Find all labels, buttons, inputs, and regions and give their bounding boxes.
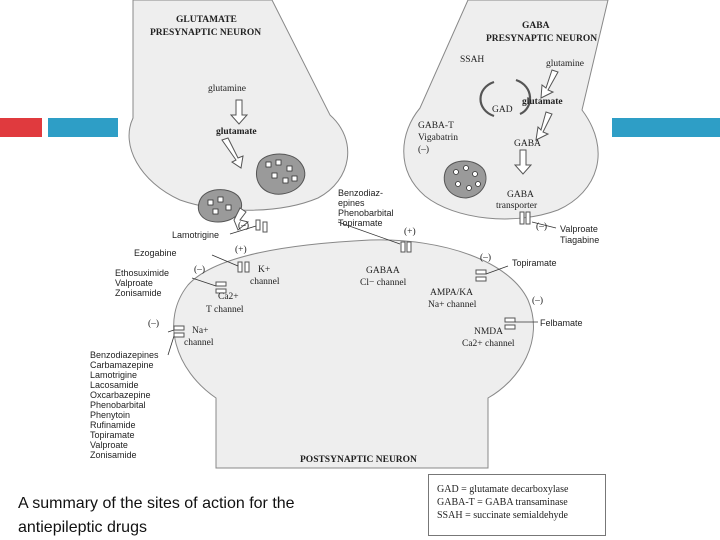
drug-list-item: Phenytoin bbox=[90, 410, 130, 420]
ca-t-channel-label-1: Ca2+ bbox=[218, 292, 239, 302]
gabaa-channel-label-2: Cl− channel bbox=[360, 278, 407, 288]
benzodiazepines-label-2: epines bbox=[338, 198, 365, 208]
gaba-neuron-title-1: GABA bbox=[522, 21, 550, 31]
ethosuximide-label: Ethosuximide bbox=[115, 268, 169, 278]
phenobarbital-label: Phenobarbital bbox=[338, 208, 394, 218]
ca-t-channel-label-2: T channel bbox=[206, 305, 244, 315]
glutamine-left-label: glutamine bbox=[208, 84, 246, 94]
drug-list-item: Rufinamide bbox=[90, 420, 136, 430]
valproate-minus: (–) bbox=[536, 221, 547, 232]
vesicle-contents-right bbox=[453, 165, 481, 191]
arrows-left bbox=[221, 99, 250, 231]
drug-list-item: Zonisamide bbox=[90, 450, 137, 460]
gad-label: GAD bbox=[492, 105, 513, 115]
ssah-label: SSAH bbox=[460, 55, 484, 65]
drug-list-item: Topiramate bbox=[90, 430, 135, 440]
ampa-label-1: AMPA/KA bbox=[430, 288, 473, 298]
drug-list-item: Phenobarbital bbox=[90, 400, 146, 410]
valproate-left-label: Valproate bbox=[115, 278, 153, 288]
caption-line-2: antiepileptic drugs bbox=[18, 519, 147, 536]
benzodiazepines-label-1: Benzodiaz- bbox=[338, 188, 383, 198]
accent-bar-red bbox=[0, 118, 42, 137]
glutamate-neuron-title-1: GLUTAMATE bbox=[176, 15, 237, 25]
gaba-transporter-label-2: transporter bbox=[496, 201, 538, 211]
k-channel-label-1: K+ bbox=[258, 265, 270, 275]
felbamate-minus: (–) bbox=[532, 295, 543, 306]
accent-bar-teal-right bbox=[612, 118, 720, 137]
topiramate-minus: (–) bbox=[480, 252, 491, 263]
na-channel-label-1: Na+ bbox=[192, 326, 208, 336]
na-channel-drug-list: Benzodiazepines Carbamazepine Lamotrigin… bbox=[90, 350, 159, 460]
drug-list-item: Valproate bbox=[90, 440, 128, 450]
drug-list-item: Benzodiazepines bbox=[90, 350, 159, 360]
abbreviation-legend: GAD = glutamate decarboxylase GABA-T = G… bbox=[428, 474, 606, 536]
ezogabine-label: Ezogabine bbox=[134, 248, 177, 258]
na-channel-minus: (–) bbox=[148, 318, 159, 329]
ethosuximide-minus: (–) bbox=[194, 264, 205, 275]
drug-list-item: Lamotrigine bbox=[90, 370, 137, 380]
felbamate-label: Felbamate bbox=[540, 318, 583, 328]
ezogabine-plus: (+) bbox=[235, 244, 247, 255]
legend-line-ssah: SSAH = succinate semialdehyde bbox=[437, 510, 568, 521]
glutamine-right-label: glutamine bbox=[546, 59, 584, 69]
ampa-label-2: Na+ channel bbox=[428, 300, 477, 310]
vigabatrin-label: Vigabatrin bbox=[418, 133, 458, 143]
postsynaptic-neuron bbox=[173, 239, 534, 469]
gaba-t-label: GABA-T bbox=[418, 121, 454, 131]
topiramate-right-label: Topiramate bbox=[512, 258, 557, 268]
topiramate-center-label: Topiramate bbox=[338, 218, 383, 228]
lamotrigine-top-label: Lamotrigine bbox=[172, 230, 219, 240]
vigabatrin-minus: (–) bbox=[418, 144, 429, 155]
na-channel-label-2: channel bbox=[184, 338, 214, 348]
arrows-right bbox=[513, 69, 559, 175]
gaba-cycle bbox=[479, 78, 532, 118]
nmda-label-1: NMDA bbox=[474, 327, 503, 337]
tiagabine-label: Tiagabine bbox=[560, 235, 599, 245]
gaba-label: GABA bbox=[514, 139, 541, 149]
channels bbox=[173, 211, 531, 338]
glutamate-left-label: glutamate bbox=[216, 127, 257, 137]
glutamate-neuron-title-2: PRESYNAPTIC NEURON bbox=[150, 28, 261, 38]
drug-list-item: Lacosamide bbox=[90, 380, 139, 390]
gaba-neuron-title-2: PRESYNAPTIC NEURON bbox=[486, 34, 597, 44]
vesicle-contents-left bbox=[207, 159, 298, 215]
drug-list-item: Oxcarbazepine bbox=[90, 390, 151, 400]
slide-caption: A summary of the sites of action for the… bbox=[18, 492, 348, 540]
legend-line-gaba-t: GABA-T = GABA transaminase bbox=[437, 497, 568, 508]
caption-line-1: A summary of the sites of action for the bbox=[18, 495, 295, 512]
drug-list-item: Carbamazepine bbox=[90, 360, 154, 370]
valproate-right-label: Valproate bbox=[560, 224, 598, 234]
gabaa-plus: (+) bbox=[404, 226, 416, 237]
postsynaptic-neuron-title: POSTSYNAPTIC NEURON bbox=[300, 455, 417, 465]
k-channel-label-2: channel bbox=[250, 277, 280, 287]
lamotrigine-minus: (–) bbox=[238, 220, 249, 231]
glutamate-right-label: glutamate bbox=[522, 97, 563, 107]
legend-line-gad: GAD = glutamate decarboxylase bbox=[437, 484, 569, 495]
nmda-label-2: Ca2+ channel bbox=[462, 339, 515, 349]
gaba-transporter-label-1: GABA bbox=[507, 190, 534, 200]
zonisamide-left-label: Zonisamide bbox=[115, 288, 162, 298]
pointer-lines bbox=[167, 221, 557, 356]
accent-bar-teal-left bbox=[48, 118, 118, 137]
gabaa-channel-label-1: GABAA bbox=[366, 266, 400, 276]
